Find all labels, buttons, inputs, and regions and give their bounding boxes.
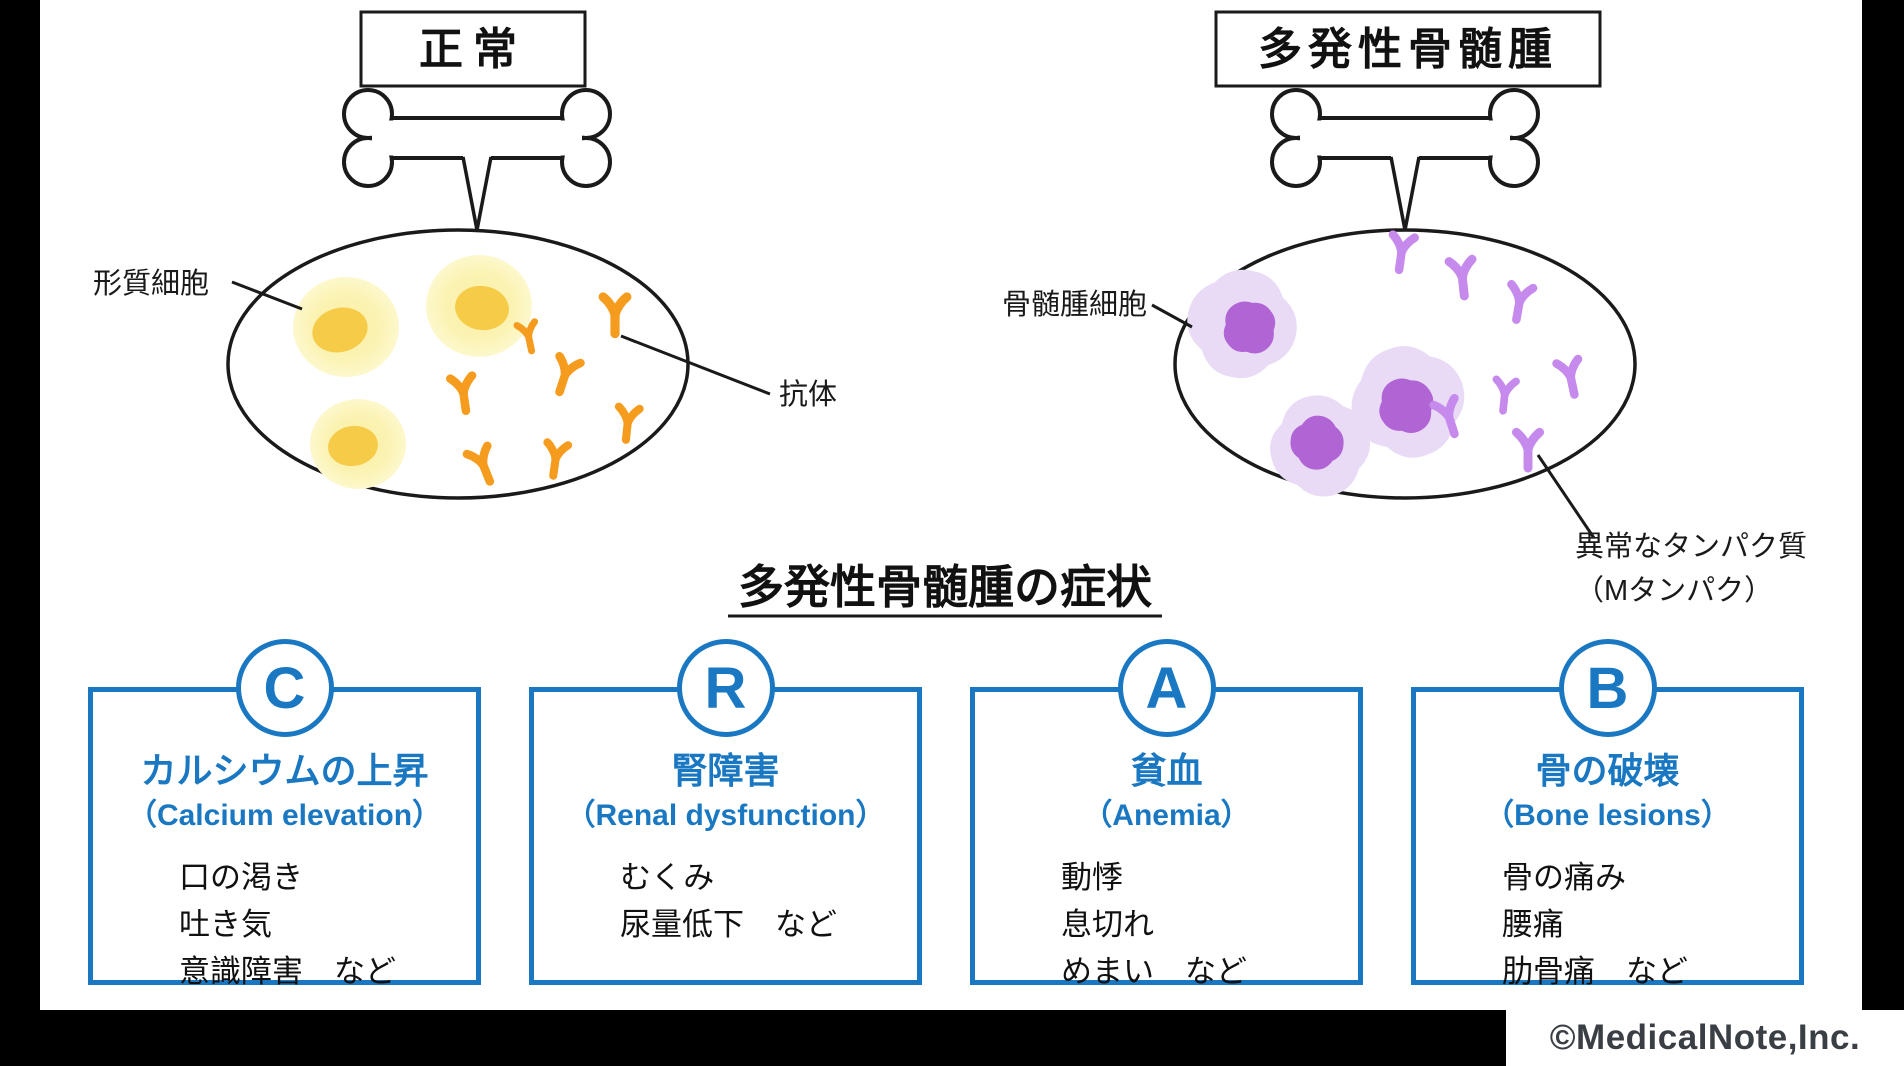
mprotein-pointer-line [1536,454,1596,539]
crab-box-calcium: C カルシウムの上昇 （Calcium elevation） 口の渇き 吐き気 … [88,639,481,989]
copyright-strip: ©MedicalNote,Inc. [1506,1010,1904,1066]
symptom-list: 動悸 息切れ めまい など [975,854,1358,995]
antibody-pointer-line [620,334,771,396]
symptom-item: 意識障害 など [179,954,396,989]
symptom-item: 吐き気 [179,907,272,942]
crab-letter-c: C [235,639,334,737]
myeloma-diagram: 正常 [93,10,1807,618]
symptom-item: 口の渇き [179,860,303,895]
normal-title: 正常 [419,25,527,74]
plasma-cells [293,255,532,489]
symptom-list: むくみ 尿量低下 など [534,854,917,948]
crab-title-calcium: カルシウムの上昇 [140,750,429,791]
crab-subtitle-bone: （Bone lesions） [1484,799,1731,832]
crab-letter-a: A [1117,639,1216,737]
normal-title-box [359,10,587,88]
symptom-item: 動悸 [1061,860,1123,895]
mprotein-label-line1: 異常なタンパク質 [1575,530,1807,563]
right-black-bar [1862,0,1904,1010]
crab-subtitle-renal: （Renal dysfunction） [565,799,886,832]
symptom-item: 息切れ [1061,907,1154,942]
symptom-item: むくみ [620,860,715,895]
crab-title-anemia: 貧血 [1130,750,1203,791]
symptom-list: 口の渇き 吐き気 意識障害 など [93,854,476,995]
copyright-text: ©MedicalNote,Inc. [1549,1018,1861,1057]
crab-title-bone: 骨の破壊 [1535,750,1680,791]
symptom-item: 骨の痛み [1502,860,1626,895]
plasma-cell-label: 形質細胞 [93,267,209,300]
plasma-cell-pointer-line [231,280,303,311]
crab-subtitle-calcium: （Calcium elevation） [126,799,443,832]
left-black-bar [0,0,40,1066]
symptom-item: めまい など [1061,954,1247,989]
myeloma-cell-pointer-line [1151,303,1193,329]
crab-title-renal: 腎障害 [671,750,780,791]
myeloma-panel: 多発性骨髄腫 [1002,10,1807,607]
bone-callout-tail [463,156,491,230]
myeloma-cell-label: 骨髄腫細胞 [1002,288,1147,321]
antibody-label: 抗体 [779,378,837,411]
symptom-item: 肋骨痛 など [1502,954,1688,989]
crab-subtitle-anemia: （Anemia） [1082,799,1251,832]
normal-panel: 正常 [93,10,837,500]
crab-box-renal: R 腎障害 （Renal dysfunction） むくみ 尿量低下 など [529,639,922,985]
symptom-item: 尿量低下 など [620,907,837,942]
symptoms-heading: 多発性骨髄腫の症状 [738,561,1153,613]
bottom-black-bar [0,1010,1506,1066]
myeloma-title-box [1214,10,1602,88]
symptom-list: 骨の痛み 腰痛 肋骨痛 など [1416,854,1799,995]
myeloma-title: 多発性骨髄腫 [1258,25,1558,74]
crab-box-anemia: A 貧血 （Anemia） 動悸 息切れ めまい など [970,639,1363,989]
bone-callout-tail [1391,156,1419,230]
mprotein-label-line2: （Mタンパク） [1575,575,1773,607]
crab-letter-r: R [676,639,775,737]
crab-letter-b: B [1558,639,1657,737]
symptom-item: 腰痛 [1502,907,1564,942]
crab-box-bone: B 骨の破壊 （Bone lesions） 骨の痛み 腰痛 肋骨痛 など [1411,639,1804,989]
